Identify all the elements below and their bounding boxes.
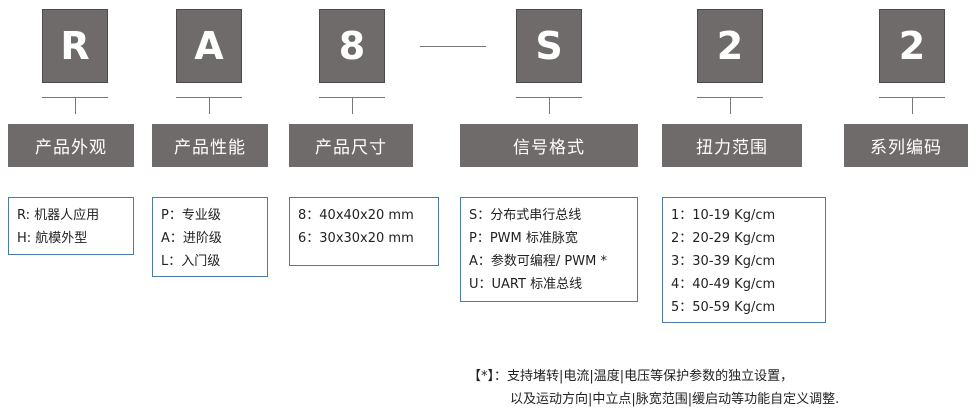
label-torque: 扭力范围	[662, 124, 802, 167]
code-box-torque: 2	[697, 9, 763, 83]
label-performance: 产品性能	[152, 124, 268, 167]
detail-box-performance: P：专业级 A：进阶级 L：入门级	[152, 197, 268, 277]
detail-item: 4：40-49 Kg/cm	[671, 277, 776, 292]
detail-item: R: 机器人应用	[17, 208, 100, 223]
label-series: 系列编码	[844, 124, 968, 167]
dash-separator	[420, 46, 486, 47]
label-size: 产品尺寸	[289, 124, 413, 167]
code-box-size: 8	[319, 9, 385, 83]
connector-v-torque	[730, 97, 731, 114]
detail-item: P：PWM 标准脉宽	[469, 231, 578, 246]
detail-item: L：入门级	[161, 254, 221, 269]
detail-item: 6：30x30x20 mm	[298, 231, 414, 246]
connector-v-appearance	[75, 97, 76, 114]
footnote-line-1: 【*】：支持堵转|电流|温度|电压等保护参数的独立设置，	[468, 369, 794, 384]
detail-item: A：进阶级	[161, 231, 222, 246]
detail-item: 8：40x40x20 mm	[298, 208, 414, 223]
connector-v-size	[352, 97, 353, 114]
detail-item: 2：20-29 Kg/cm	[671, 231, 776, 246]
detail-box-size: 8：40x40x20 mm 6：30x30x20 mm	[289, 197, 439, 266]
code-box-signal: S	[516, 9, 582, 83]
footnote-line-2: 以及运动方向|中立点|脉宽范围|缓启动等功能自定义调整.	[510, 392, 840, 407]
detail-item: 1：10-19 Kg/cm	[671, 208, 776, 223]
detail-box-torque: 1：10-19 Kg/cm 2：20-29 Kg/cm 3：30-39 Kg/c…	[662, 197, 826, 323]
detail-item: P：专业级	[161, 208, 221, 223]
connector-v-signal	[549, 97, 550, 114]
detail-item: S：分布式串行总线	[469, 208, 582, 223]
detail-item: 5：50-59 Kg/cm	[671, 300, 776, 315]
code-box-performance: A	[176, 9, 242, 83]
detail-item: A：参数可编程/ PWM *	[469, 254, 607, 269]
detail-item: 3：30-39 Kg/cm	[671, 254, 776, 269]
detail-item: U：UART 标准总线	[469, 277, 583, 292]
code-box-appearance: R	[42, 9, 108, 83]
detail-box-signal: S：分布式串行总线 P：PWM 标准脉宽 A：参数可编程/ PWM * U：UA…	[460, 197, 638, 302]
code-box-series: 2	[879, 9, 945, 83]
connector-v-performance	[209, 97, 210, 114]
detail-box-appearance: R: 机器人应用 H: 航模外型	[8, 197, 134, 255]
label-signal: 信号格式	[460, 124, 638, 167]
connector-v-series	[912, 97, 913, 114]
label-appearance: 产品外观	[8, 124, 134, 167]
detail-item: H: 航模外型	[17, 231, 88, 246]
